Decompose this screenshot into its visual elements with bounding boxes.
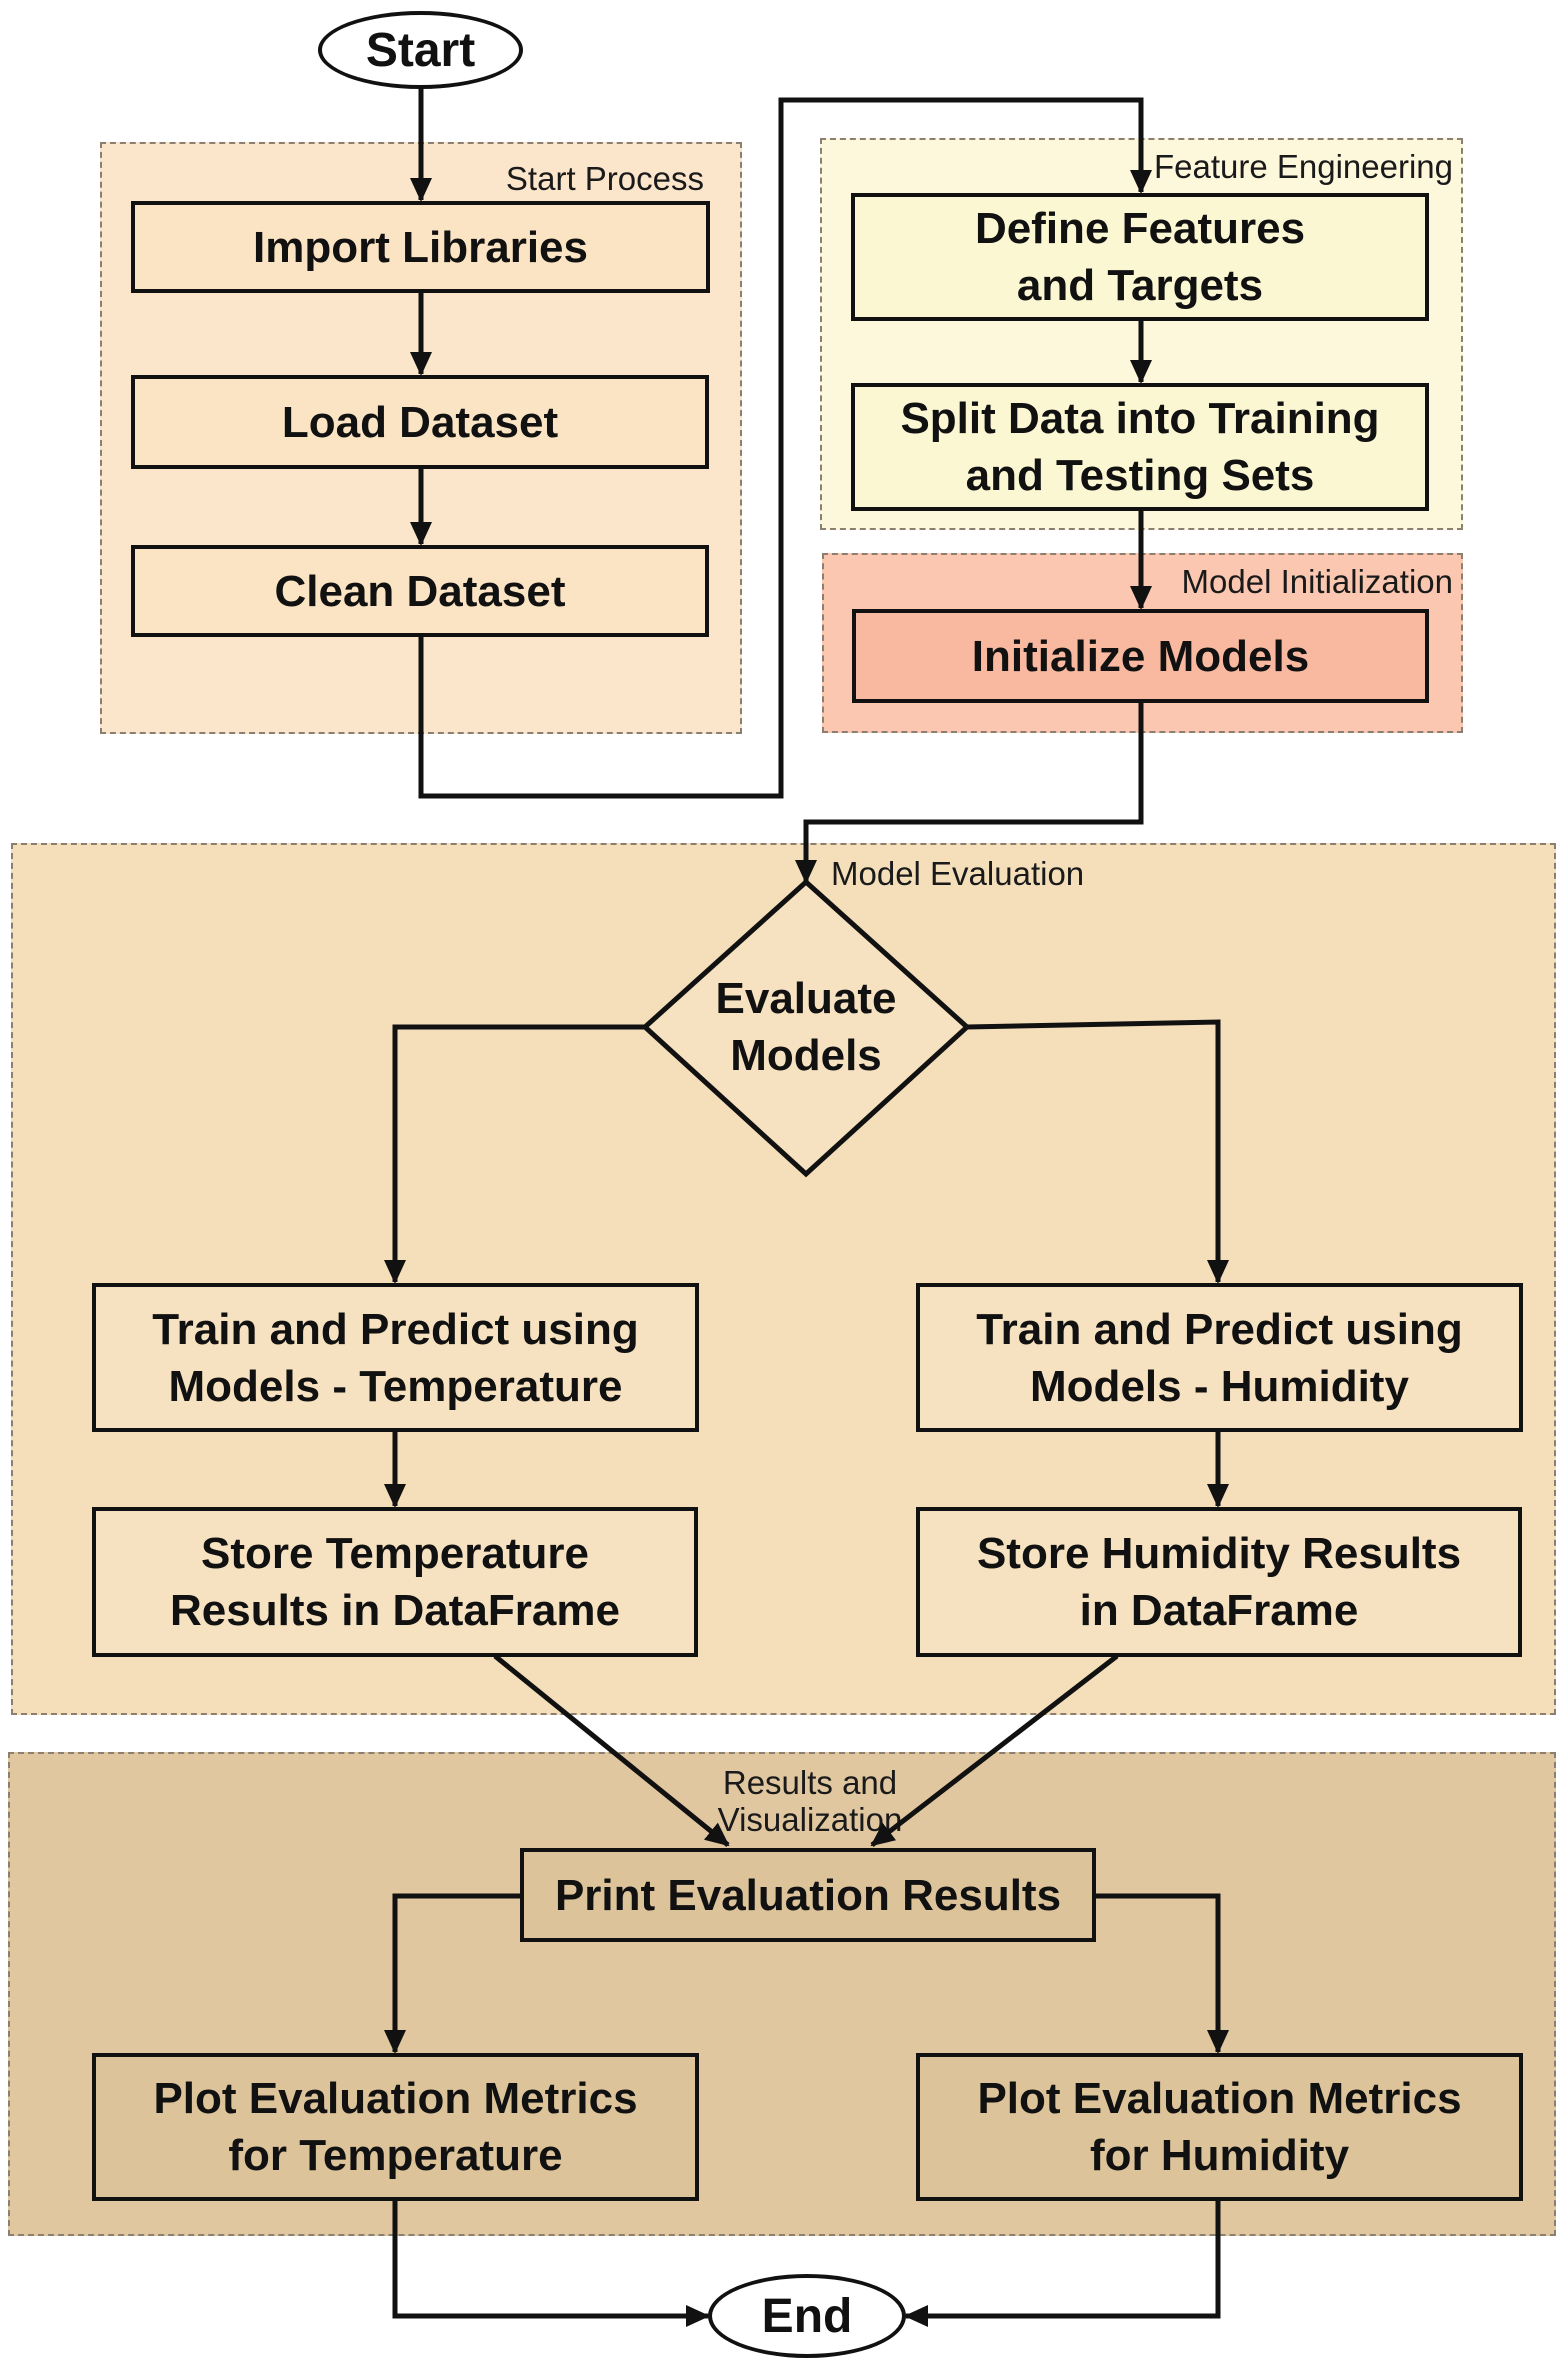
end-terminal: End — [708, 2274, 906, 2358]
group-label-model-initialization: Model Initialization — [1181, 563, 1453, 600]
store-temperature-node: Store Temperature Results in DataFrame — [92, 1507, 698, 1657]
edge-init-evaluate — [795, 702, 1144, 884]
train-humidity-node: Train and Predict using Models - Humidit… — [916, 1283, 1523, 1432]
edge-evaluate-train-humidity — [966, 1019, 1229, 1284]
edge-print-plot-humidity — [1096, 1893, 1229, 2054]
initialize-models-node: Initialize Models — [852, 609, 1429, 703]
edge-store-temperature-print — [493, 1654, 730, 1847]
group-label-model-evaluation: Model Evaluation — [831, 855, 1085, 892]
plot-temperature-node: Plot Evaluation Metrics for Temperature — [92, 2053, 699, 2201]
start-label: Start — [365, 23, 476, 77]
store-humidity-node: Store Humidity Results in DataFrame — [916, 1507, 1522, 1657]
train-temperature-node: Train and Predict using Models - Tempera… — [92, 1283, 699, 1432]
clean-dataset-node: Clean Dataset — [131, 545, 709, 637]
group-label-start-process: Start Process — [505, 160, 704, 197]
evaluate-models-decision-shape — [641, 878, 971, 1178]
define-features-node: Define Features and Targets — [851, 193, 1429, 321]
load-dataset-node: Load Dataset — [131, 375, 709, 469]
edge-store-humidity-print — [870, 1654, 1119, 1847]
edge-print-plot-temperature — [384, 1893, 520, 2054]
edge-evaluate-train-temperature — [384, 1024, 647, 1284]
end-label: End — [761, 2289, 853, 2343]
print-results-node: Print Evaluation Results — [520, 1848, 1096, 1942]
group-label-results-visualization: Results and Visualization — [717, 1764, 903, 1838]
group-label-feature-engineering: Feature Engineering — [1153, 148, 1453, 185]
edge-clean-define — [418, 97, 1152, 799]
edge-plot-humidity-end — [904, 2200, 1221, 2327]
split-data-node: Split Data into Training and Testing Set… — [851, 383, 1429, 511]
plot-humidity-node: Plot Evaluation Metrics for Humidity — [916, 2053, 1523, 2201]
evaluate-models-label: Evaluate Models — [715, 974, 897, 1080]
import-libraries-node: Import Libraries — [131, 201, 710, 293]
edge-plot-temperature-end — [392, 2200, 710, 2327]
start-terminal: Start — [318, 11, 523, 89]
